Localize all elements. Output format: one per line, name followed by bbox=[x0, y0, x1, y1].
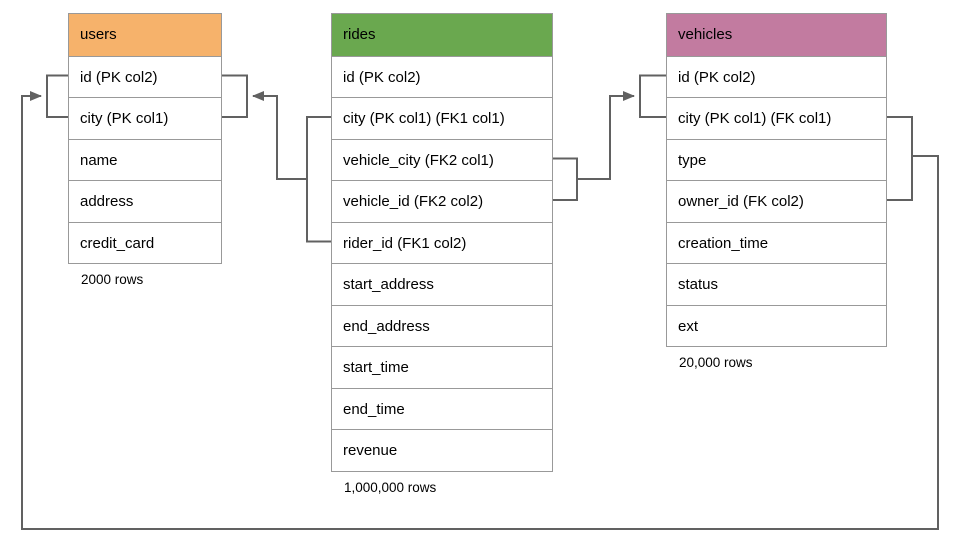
rides-fk2-bracket bbox=[553, 157, 578, 201]
column-users-1: city (PK col1) bbox=[69, 97, 221, 139]
table-columns-rides: id (PK col2)city (PK col1) (FK1 col1)veh… bbox=[332, 55, 552, 471]
row-count-rides: 1,000,000 rows bbox=[344, 479, 437, 495]
row-count-users: 2000 rows bbox=[81, 272, 144, 287]
column-rides-8: end_time bbox=[332, 387, 552, 429]
column-users-2: name bbox=[69, 138, 221, 180]
table-rides: rides id (PK col2)city (PK col1) (FK1 co… bbox=[331, 13, 553, 495]
table-header-vehicles: vehicles bbox=[667, 14, 886, 56]
column-rides-9: revenue bbox=[332, 429, 552, 471]
column-vehicles-0: id (PK col2) bbox=[667, 55, 886, 97]
column-vehicles-2: type bbox=[667, 138, 886, 180]
table-columns-vehicles: id (PK col2)city (PK col1) (FK col1)type… bbox=[667, 55, 886, 346]
rides-to-users-arrow bbox=[252, 91, 307, 180]
table-vehicles: vehicles id (PK col2)city (PK col1) (FK … bbox=[666, 13, 887, 370]
users-left-key-bracket bbox=[46, 74, 68, 118]
rides-to-vehicles-arrow bbox=[577, 91, 635, 180]
column-rides-3: vehicle_id (FK2 col2) bbox=[332, 180, 552, 222]
row-count-vehicles: 20,000 rows bbox=[679, 355, 753, 370]
column-rides-5: start_address bbox=[332, 263, 552, 305]
table-header-rides: rides bbox=[332, 14, 552, 56]
column-users-4: credit_card bbox=[69, 221, 221, 263]
users-right-key-bracket bbox=[222, 74, 248, 118]
column-users-0: id (PK col2) bbox=[69, 55, 221, 97]
column-vehicles-6: ext bbox=[667, 304, 886, 346]
vehicles-left-key-bracket bbox=[639, 74, 666, 118]
column-rides-7: start_time bbox=[332, 346, 552, 388]
column-rides-1: city (PK col1) (FK1 col1) bbox=[332, 97, 552, 139]
rides-fk1-bracket bbox=[306, 116, 331, 243]
column-rides-6: end_address bbox=[332, 304, 552, 346]
vehicles-to-users-loop-arrow bbox=[21, 91, 939, 530]
column-vehicles-3: owner_id (FK col2) bbox=[667, 180, 886, 222]
column-vehicles-4: creation_time bbox=[667, 221, 886, 263]
column-vehicles-5: status bbox=[667, 263, 886, 305]
column-vehicles-1: city (PK col1) (FK col1) bbox=[667, 97, 886, 139]
table-header-users: users bbox=[69, 14, 221, 56]
column-rides-2: vehicle_city (FK2 col1) bbox=[332, 138, 552, 180]
column-users-3: address bbox=[69, 180, 221, 222]
column-rides-4: rider_id (FK1 col2) bbox=[332, 221, 552, 263]
column-rides-0: id (PK col2) bbox=[332, 55, 552, 97]
vehicles-fk-bracket bbox=[887, 116, 913, 201]
